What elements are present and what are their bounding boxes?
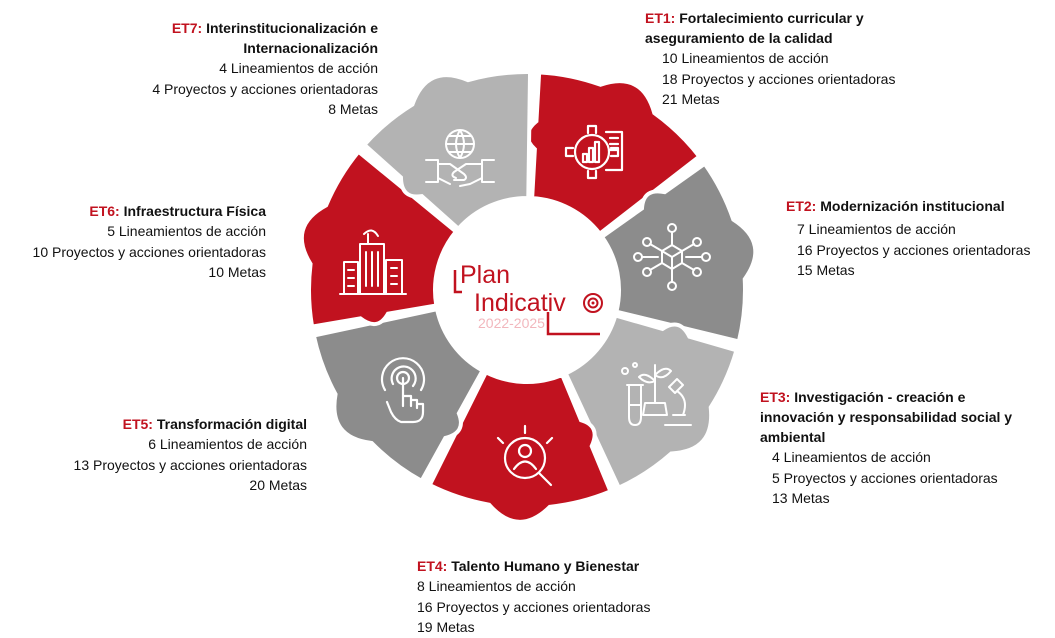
et4-text-block: ET4: Talento Humano y Bienestar 8 Lineam… — [417, 556, 707, 638]
et2-lineamientos: 7 Lineamientos de acción — [797, 221, 956, 237]
et5-proyectos: 13 Proyectos y acciones orientadoras — [73, 456, 307, 473]
network-cube-icon — [633, 223, 711, 291]
et3-metas: 13 Metas — [772, 490, 830, 506]
puzzle-piece-et1 — [525, 70, 703, 237]
et3-text-block: ET3: Investigación - creación e innovaci… — [760, 387, 1050, 509]
et6-metas: 10 Metas — [208, 264, 266, 280]
et7-title: ET7: Interinstitucionalización e Interna… — [171, 20, 378, 56]
et6-proyectos: 10 Proyectos y acciones orientadoras — [32, 243, 266, 260]
buildings-icon — [339, 229, 407, 295]
et7-text-block: ET7: Interinstitucionalización e Interna… — [120, 18, 378, 120]
et1-lineamientos: 10 Lineamientos de acción — [662, 50, 829, 66]
et7-proyectos: 4 Proyectos y acciones orientadoras — [152, 80, 378, 97]
et3-lineamientos: 4 Lineamientos de acción — [772, 449, 931, 465]
puzzle-piece-et6 — [299, 148, 459, 329]
puzzle-ring — [299, 70, 758, 524]
et6-title: ET6: Infraestructura Física — [89, 203, 266, 219]
et6-text-block: ET6: Infraestructura Física 5 Lineamient… — [5, 201, 266, 283]
et4-proyectos: 16 Proyectos y acciones orientadoras — [417, 598, 651, 615]
et2-text-block: ET2: Modernización institucional 7 Linea… — [786, 196, 1055, 281]
lab-plant-icon — [621, 362, 692, 426]
et3-proyectos: 5 Proyectos y acciones orientadoras — [772, 469, 998, 486]
logo-line2: Indicativ — [474, 289, 566, 317]
et3-title: ET3: Investigación - creación e innovaci… — [760, 389, 1013, 445]
et6-lineamientos: 5 Lineamientos de acción — [107, 223, 266, 239]
puzzle-piece-et3 — [563, 312, 739, 491]
et4-metas: 19 Metas — [417, 619, 475, 635]
puzzle-piece-et5 — [311, 306, 486, 484]
touch-target-icon — [380, 357, 426, 424]
et7-metas: 8 Metas — [328, 101, 378, 117]
et1-title: ET1: Fortalecimiento curricular y asegur… — [645, 10, 864, 46]
et5-title: ET5: Transformación digital — [122, 416, 307, 432]
segment-icons — [339, 124, 711, 487]
plan-indicativo-logo: Plan Indicativ 2022-2025 — [453, 261, 603, 336]
gear-chart-icon — [564, 124, 624, 180]
et1-proyectos: 18 Proyectos y acciones orientadoras — [662, 70, 896, 87]
logo-line1: Plan — [460, 261, 510, 289]
globe-handshake-icon — [425, 129, 495, 187]
et5-metas: 20 Metas — [249, 477, 307, 493]
et1-metas: 21 Metas — [662, 91, 720, 107]
person-search-icon — [496, 424, 554, 487]
logo-years: 2022-2025 — [478, 315, 545, 331]
et1-text-block: ET1: Fortalecimiento curricular y asegur… — [645, 8, 935, 110]
et5-text-block: ET5: Transformación digital 6 Lineamient… — [10, 414, 307, 496]
et4-lineamientos: 8 Lineamientos de acción — [417, 578, 576, 594]
et2-metas: 15 Metas — [797, 262, 855, 278]
et2-title: ET2: Modernización institucional — [786, 198, 1005, 214]
et7-lineamientos: 4 Lineamientos de acción — [219, 60, 378, 76]
et2-proyectos: 16 Proyectos y acciones orientadoras — [797, 241, 1031, 258]
et5-lineamientos: 6 Lineamientos de acción — [148, 436, 307, 452]
et4-title: ET4: Talento Humano y Bienestar — [417, 558, 640, 574]
